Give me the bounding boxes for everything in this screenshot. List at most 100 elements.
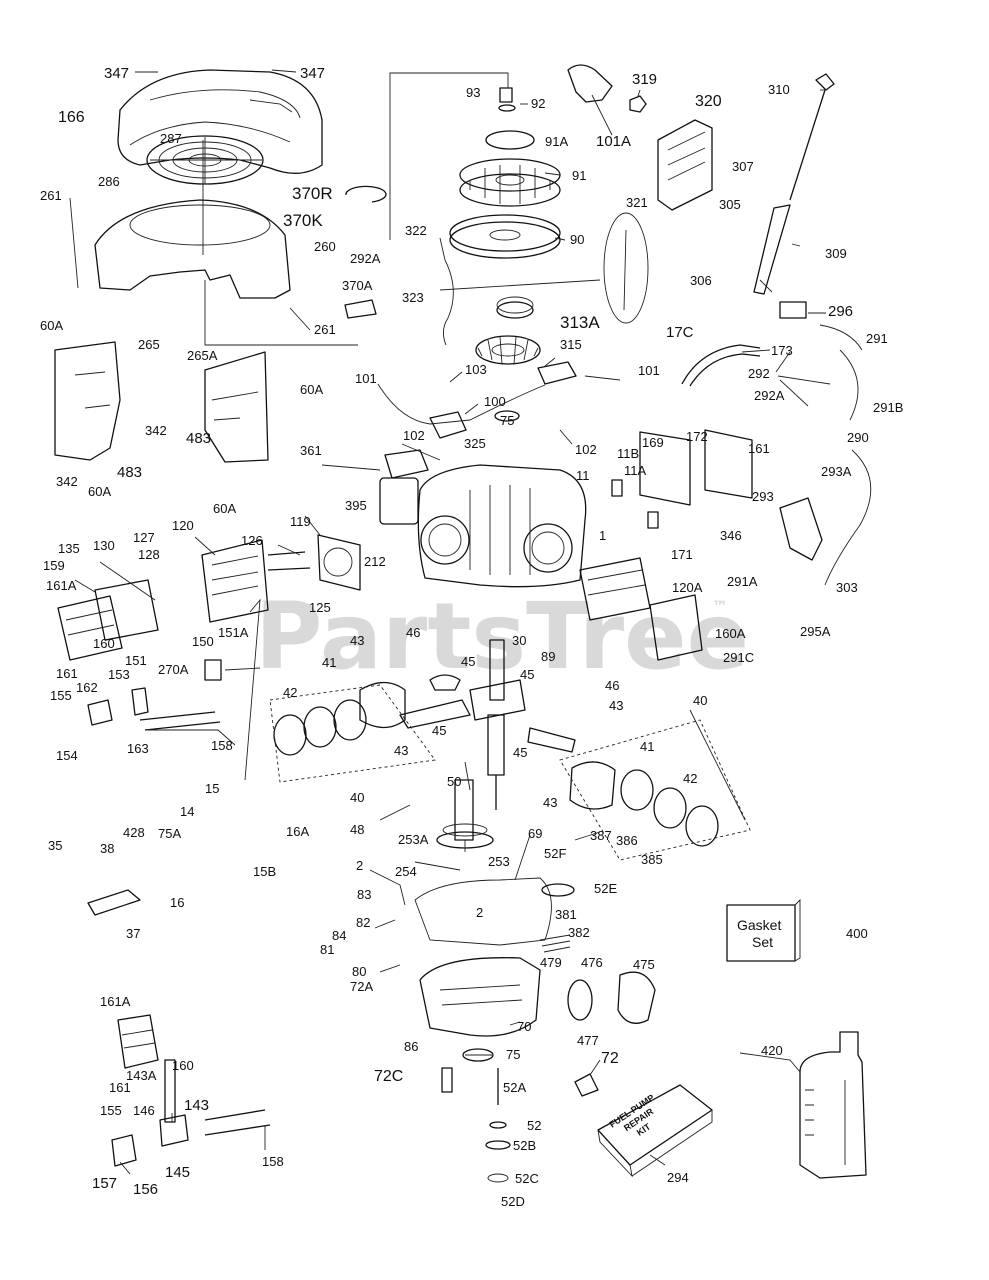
- callout-label: 16: [170, 895, 184, 910]
- callout-label: 15B: [253, 864, 276, 879]
- callout-label: 476: [581, 955, 603, 970]
- callout-label: 1: [599, 528, 606, 543]
- callout-label: 154: [56, 748, 78, 763]
- callout-label: 70: [517, 1019, 531, 1034]
- valve-cover-160a: [649, 594, 703, 661]
- callout-label: 361: [300, 443, 322, 458]
- callout-label: 119: [290, 514, 311, 529]
- callout-label: 120A: [672, 580, 703, 595]
- callout-label: 370A: [342, 278, 373, 293]
- callout-label: 11B: [617, 446, 639, 461]
- piston-kit-left-box: [269, 684, 436, 783]
- shroud-right: [204, 351, 269, 463]
- fuel-line-17c: [681, 344, 761, 385]
- callout-label: 342: [56, 474, 78, 489]
- callout-label: 145: [165, 1164, 190, 1181]
- callout-label: 101A: [596, 133, 631, 150]
- callout-label: 143A: [126, 1068, 157, 1083]
- callout-label: 253: [488, 854, 510, 869]
- callout-label: 346: [720, 528, 742, 543]
- callout-label: 294: [667, 1170, 689, 1185]
- callout-label: 254: [395, 864, 417, 879]
- callout-label: 16A: [286, 824, 309, 839]
- callout-label: 479: [540, 955, 562, 970]
- dipstick-tube-305: [753, 204, 791, 295]
- gasket-set-line1: Gasket: [737, 917, 781, 933]
- callout-label: 381: [555, 907, 577, 922]
- callout-label: 38: [100, 841, 114, 856]
- callout-label: 43: [543, 795, 557, 810]
- callout-label: 102: [403, 428, 425, 443]
- callout-label: 172: [686, 429, 708, 444]
- callout-label: 265A: [187, 348, 218, 363]
- callout-label: 120: [172, 518, 194, 533]
- part-315: [537, 361, 577, 385]
- callout-label: 400: [846, 926, 868, 941]
- callout-label: 84: [332, 928, 346, 943]
- callout-label: 286: [98, 174, 120, 189]
- dipstick-handle: [815, 73, 835, 91]
- callout-label: 310: [768, 82, 790, 97]
- fuel-pump-repair-kit-294: FUEL PUMP REPAIR KIT: [597, 1084, 713, 1178]
- callout-label: 386: [616, 833, 638, 848]
- callout-label: 72C: [374, 1068, 403, 1085]
- tube-143: [164, 1059, 176, 1123]
- callout-label: 303: [836, 580, 858, 595]
- callout-label: 91: [572, 168, 586, 183]
- watermark-mark: ™: [712, 597, 728, 616]
- callout-label: 477: [577, 1033, 599, 1048]
- callout-label: 162: [76, 680, 98, 695]
- callout-label: 100: [484, 394, 506, 409]
- callout-label: 291A: [727, 574, 758, 589]
- callout-label: 128: [138, 547, 160, 562]
- callout-label: 14: [180, 804, 194, 819]
- drain-plug-72: [574, 1073, 599, 1097]
- callout-label: 72: [601, 1050, 619, 1067]
- callout-label: 261: [314, 322, 336, 337]
- callout-label: 42: [683, 771, 697, 786]
- callout-label: 52A: [503, 1080, 526, 1095]
- callout-label: 81: [320, 942, 334, 957]
- callout-label: 69: [528, 826, 542, 841]
- piston-rings-right: [620, 769, 719, 847]
- callout-label: 158: [211, 738, 233, 753]
- ignition-module-320: [657, 119, 713, 211]
- callout-label: 60A: [40, 318, 63, 333]
- callout-label: 290: [847, 430, 869, 445]
- callout-label: 305: [719, 197, 741, 212]
- gasket-159: [94, 579, 159, 641]
- callout-label: 101: [355, 371, 377, 386]
- callout-label: 261: [40, 188, 62, 203]
- crankcase-block-1: [417, 464, 587, 588]
- piston-right: [569, 761, 616, 810]
- callout-label: 75: [500, 413, 514, 428]
- part-11a: [611, 479, 623, 497]
- callout-label: 296: [828, 303, 853, 320]
- gasket-set-line2: Set: [752, 934, 773, 950]
- callout-label: 385: [641, 852, 663, 867]
- callout-label: 173: [771, 343, 793, 358]
- callout-label: 43: [394, 743, 408, 758]
- washer-92: [498, 104, 516, 112]
- callout-label: 483: [117, 464, 142, 481]
- callout-label: 151A: [218, 625, 249, 640]
- callout-label: 2: [356, 858, 363, 873]
- callout-label: 52F: [544, 846, 566, 861]
- callout-label: 160: [172, 1058, 194, 1073]
- callout-label: 161A: [100, 994, 131, 1009]
- gasket-172: [704, 429, 753, 499]
- callout-label: 42: [283, 685, 297, 700]
- seal-75-top: [494, 410, 520, 422]
- callout-label: 291B: [873, 400, 903, 415]
- callout-label: 313A: [560, 313, 600, 332]
- callout-label: 82: [356, 915, 370, 930]
- callout-label: 260: [314, 239, 336, 254]
- rocker-162: [87, 699, 113, 726]
- part-171: [647, 511, 659, 529]
- callout-label: 292A: [350, 251, 381, 266]
- fuel-filter-296: [779, 301, 807, 319]
- rod-45c: [527, 727, 576, 753]
- callout-label: 15: [205, 781, 219, 796]
- callout-label: 72A: [350, 979, 373, 994]
- seal-75-bottom: [462, 1048, 494, 1062]
